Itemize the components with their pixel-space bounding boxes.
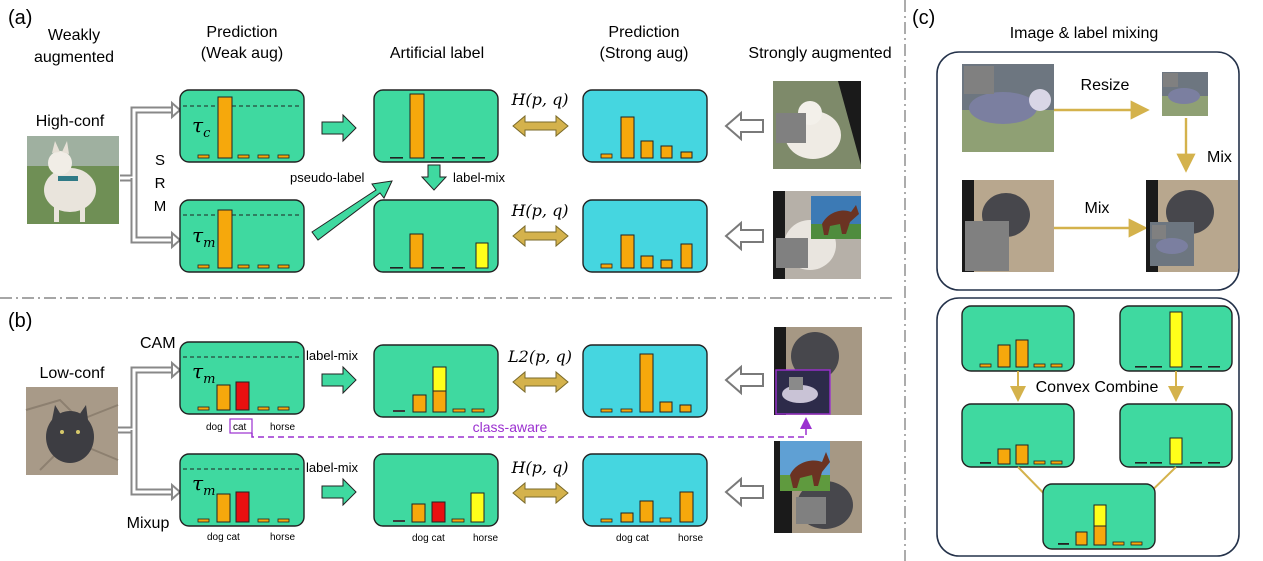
strong-aug-horse-photo-icon	[773, 191, 861, 279]
pseudo-label: pseudo-label	[290, 170, 365, 185]
box-weak-bottom	[179, 199, 305, 273]
label-mix-b-top: label-mix	[306, 348, 359, 363]
hollow-arrow-a-bottom	[724, 220, 764, 252]
tau-m-a: τm	[192, 223, 215, 251]
srm-r: R	[155, 175, 166, 192]
col-strong: Strongly augmented	[748, 45, 891, 62]
patch-icon	[776, 113, 806, 143]
double-arrow-a-bottom	[512, 224, 569, 248]
panel-c-tag: (c)	[912, 7, 935, 29]
label-dogcat-b6: dog cat	[616, 533, 649, 544]
box-weak-top	[179, 89, 305, 163]
strong-aug-dog-photo-icon	[773, 81, 861, 169]
double-arrow-b-top	[512, 370, 569, 394]
label-dog-top: dog	[206, 422, 223, 433]
box-artificial-top	[373, 89, 499, 163]
loss-b-bottom: H(p, q)	[510, 458, 568, 477]
panel-a-tag: (a)	[8, 7, 32, 29]
hollow-arrow-b-bottom	[724, 476, 764, 508]
cat-photo-icon	[25, 387, 119, 475]
col-artificial: Artificial label	[390, 45, 484, 62]
label-horse-b6: horse	[678, 533, 703, 544]
srm-s: S	[155, 152, 165, 169]
col-weak-line2: augmented	[34, 49, 114, 66]
loss-b-top: L2(p, q)	[507, 347, 572, 366]
panel-a: (a) Weakly augmented Prediction (Weak au…	[8, 7, 892, 279]
box-b-artificial-bottom	[373, 453, 499, 527]
col-pred-weak-line1: Prediction	[206, 24, 277, 41]
mix-label-left: Mix	[1085, 200, 1110, 217]
hollow-arrow-b-top	[724, 364, 764, 396]
tau-b-top: τm	[192, 359, 215, 387]
cam-label: CAM	[140, 335, 176, 352]
box-b-weak-top	[179, 341, 305, 415]
panel-b-tag: (b)	[8, 310, 32, 332]
label-horse-b4: horse	[473, 533, 498, 544]
tau-c: τc	[192, 113, 211, 141]
label-dogcat-b4: dog cat	[412, 533, 445, 544]
arrow-pseudo-label	[311, 180, 393, 241]
mixed-image-icon	[1146, 180, 1238, 272]
box-artificial-bottom	[373, 199, 499, 273]
high-conf-label: High-conf	[36, 113, 105, 130]
class-aware-arrow	[251, 417, 812, 438]
srm-m: M	[154, 198, 167, 215]
box-strong-bottom	[582, 199, 708, 273]
strong-aug-cat-photo-icon	[774, 327, 862, 415]
convex-combine-label: Convex Combine	[1036, 379, 1159, 396]
panel-c-title: Image & label mixing	[1010, 25, 1159, 42]
label-horse-top: horse	[270, 422, 295, 433]
box-strong-top	[582, 89, 708, 163]
resize-label: Resize	[1081, 77, 1130, 94]
cat-image-large-icon	[962, 64, 1054, 152]
double-arrow-a-top	[512, 114, 569, 138]
label-cat-top: cat	[233, 422, 247, 433]
col-pred-strong-line2: (Strong aug)	[600, 45, 689, 62]
strong-aug-horse-photo-icon-b	[774, 441, 862, 533]
label-dogcat-b2: dog cat	[207, 532, 240, 543]
panel-c: (c) Image & label mixing Resize Mix	[912, 7, 1240, 557]
label-horse-b2: horse	[270, 532, 295, 543]
loss-a-bottom: H(p, q)	[510, 201, 568, 220]
hollow-arrow-a-top	[724, 110, 764, 142]
mix-label-right: Mix	[1207, 149, 1232, 166]
arrow-b-bottom	[321, 477, 357, 507]
arrow-b-top	[321, 365, 357, 395]
col-pred-strong-line1: Prediction	[608, 24, 679, 41]
cat-image-small-icon	[1162, 72, 1208, 116]
mixup-label: Mixup	[127, 515, 170, 532]
arrow-label-mix-down	[420, 164, 448, 191]
label-mix-b-bottom: label-mix	[306, 460, 359, 475]
col-weak-line1: Weakly	[48, 27, 100, 44]
class-aware-label: class-aware	[473, 419, 548, 435]
box-b-weak-bottom	[179, 453, 305, 527]
low-conf-label: Low-conf	[40, 365, 105, 382]
col-pred-weak-line2: (Weak aug)	[201, 45, 283, 62]
box-b-strong-bottom	[582, 453, 708, 527]
dog-photo-icon	[27, 136, 119, 224]
label-mix-a: label-mix	[453, 170, 506, 185]
cat-base-image-icon	[962, 180, 1054, 272]
arrow-weak-to-artificial	[321, 113, 357, 143]
double-arrow-b-bottom	[512, 481, 569, 505]
patch-icon-2	[776, 238, 808, 268]
tau-b-bottom: τm	[192, 471, 215, 499]
panel-b: (b) CAM Low-conf Mixup τm dog cat	[8, 310, 862, 544]
loss-a-top: H(p, q)	[510, 90, 568, 109]
